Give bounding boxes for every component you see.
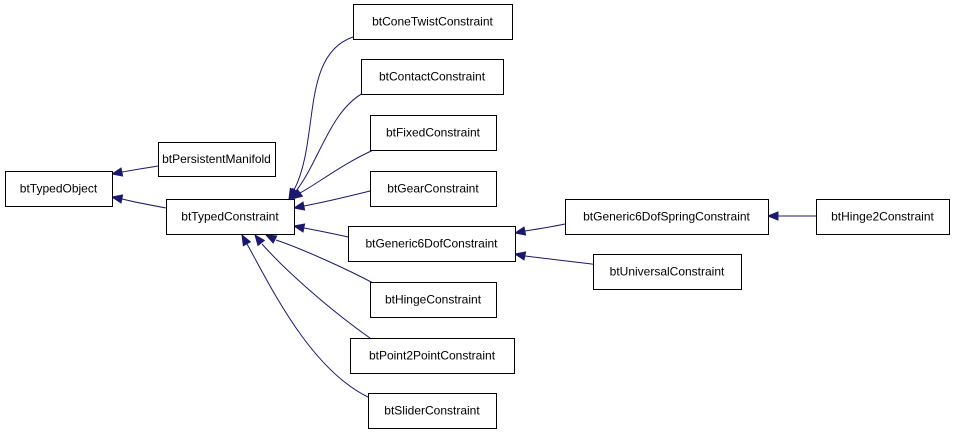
class-node-box (370, 171, 497, 207)
class-node-bt-typed-object[interactable]: btTypedObject (5, 171, 113, 207)
edge-bt-generic6-dof-spring-constraint-to-bt-generic6-dof-constraint (513, 223, 566, 236)
class-node-box (370, 282, 497, 318)
class-node-bt-hinge-constraint[interactable]: btHingeConstraint (370, 282, 497, 318)
edge-bt-hinge-constraint-to-bt-typed-constraint (264, 234, 376, 285)
class-node-box (368, 393, 497, 429)
class-node-label: btHinge2Constraint (831, 210, 934, 224)
inheritance-arrow-icon (110, 167, 124, 177)
class-node-bt-hinge2-constraint[interactable]: btHinge2Constraint (816, 199, 950, 235)
inheritance-arrow-icon (110, 194, 124, 204)
edge-bt-universal-constraint-to-bt-generic6-dof-constraint (513, 251, 601, 266)
inheritance-arrow-icon (264, 234, 278, 244)
class-node-bt-typed-constraint[interactable]: btTypedConstraint (166, 199, 295, 235)
edge-line (303, 227, 349, 238)
edge-bt-cone-twist-constraint-to-bt-typed-constraint (288, 36, 354, 201)
class-node-label: btHingeConstraint (385, 293, 482, 307)
edge-line (121, 165, 159, 173)
class-node-label: btGearConstraint (387, 182, 479, 196)
inheritance-arrow-icon (241, 233, 252, 247)
class-node-bt-generic6-dof-constraint[interactable]: btGeneric6DofConstraint (348, 226, 516, 262)
inheritance-arrow-icon (292, 201, 306, 211)
edge-line (275, 239, 376, 285)
inheritance-arrow-icon (766, 211, 779, 221)
class-node-box (370, 115, 497, 151)
edge-bt-slider-constraint-to-bt-typed-constraint (241, 233, 371, 399)
edge-line (524, 255, 601, 266)
class-node-box (348, 226, 516, 262)
edge-line (295, 91, 366, 192)
edge-bt-typed-constraint-to-bt-typed-object (110, 194, 167, 209)
class-node-bt-fixed-constraint[interactable]: btFixedConstraint (370, 115, 497, 151)
edge-bt-point2-point-constraint-to-bt-typed-constraint (254, 233, 371, 339)
edge-bt-contact-constraint-to-bt-typed-constraint (289, 91, 366, 201)
class-node-box (5, 171, 113, 207)
edge-line (303, 190, 371, 207)
edge-bt-generic6-dof-constraint-to-bt-typed-constraint (292, 223, 349, 238)
class-node-bt-cone-twist-constraint[interactable]: btConeTwistConstraint (353, 4, 513, 40)
edge-bt-persistent-manifold-to-bt-typed-object (110, 165, 159, 177)
edge-bt-gear-constraint-to-bt-typed-constraint (292, 190, 371, 211)
class-node-box (166, 199, 295, 235)
class-node-bt-point2-point-constraint[interactable]: btPoint2PointConstraint (350, 338, 515, 374)
edge-line (293, 36, 354, 191)
class-node-box (593, 254, 742, 290)
class-node-label: btTypedConstraint (181, 210, 279, 224)
inheritance-arrow-icon (254, 233, 266, 247)
edge-line (246, 243, 371, 399)
class-node-label: btFixedConstraint (386, 126, 481, 140)
class-node-label: btConeTwistConstraint (372, 15, 493, 29)
nodes-layer: btTypedObject btPersistentManifold btTyped… (5, 4, 950, 429)
class-node-bt-persistent-manifold[interactable]: btPersistentManifold (158, 142, 276, 177)
class-node-box (158, 142, 276, 177)
class-node-bt-generic6-dof-spring-constraint[interactable]: btGeneric6DofSpringConstraint (565, 199, 769, 235)
class-node-bt-universal-constraint[interactable]: btUniversalConstraint (593, 254, 742, 290)
class-node-box (565, 199, 769, 235)
class-node-label: btContactConstraint (379, 70, 486, 84)
class-node-box (816, 199, 950, 235)
edge-line (299, 147, 379, 194)
class-node-bt-slider-constraint[interactable]: btSliderConstraint (368, 393, 497, 429)
edges-layer (110, 36, 817, 399)
class-node-label: btGeneric6DofSpringConstraint (583, 210, 750, 224)
edge-bt-hinge2-constraint-to-bt-generic6-dof-spring-constraint (766, 211, 817, 221)
class-node-box (350, 338, 515, 374)
class-node-label: btSliderConstraint (384, 404, 480, 418)
class-node-bt-gear-constraint[interactable]: btGearConstraint (370, 171, 497, 207)
edge-line (524, 223, 566, 232)
class-node-label: btPersistentManifold (162, 152, 271, 166)
inheritance-arrow-icon (290, 188, 304, 200)
inheritance-arrow-icon (513, 251, 527, 261)
class-node-box (361, 59, 504, 95)
inheritance-arrow-icon (292, 223, 306, 233)
class-node-label: btUniversalConstraint (610, 265, 725, 279)
class-node-box (353, 4, 513, 40)
edge-bt-fixed-constraint-to-bt-typed-constraint (290, 147, 379, 200)
inheritance-arrow-icon (513, 226, 527, 236)
class-node-bt-contact-constraint[interactable]: btContactConstraint (361, 59, 504, 95)
class-node-label: btGeneric6DofConstraint (365, 237, 498, 251)
edge-line (261, 243, 371, 339)
edge-line (121, 198, 167, 209)
class-node-label: btPoint2PointConstraint (369, 349, 496, 363)
class-node-label: btTypedObject (20, 182, 98, 196)
